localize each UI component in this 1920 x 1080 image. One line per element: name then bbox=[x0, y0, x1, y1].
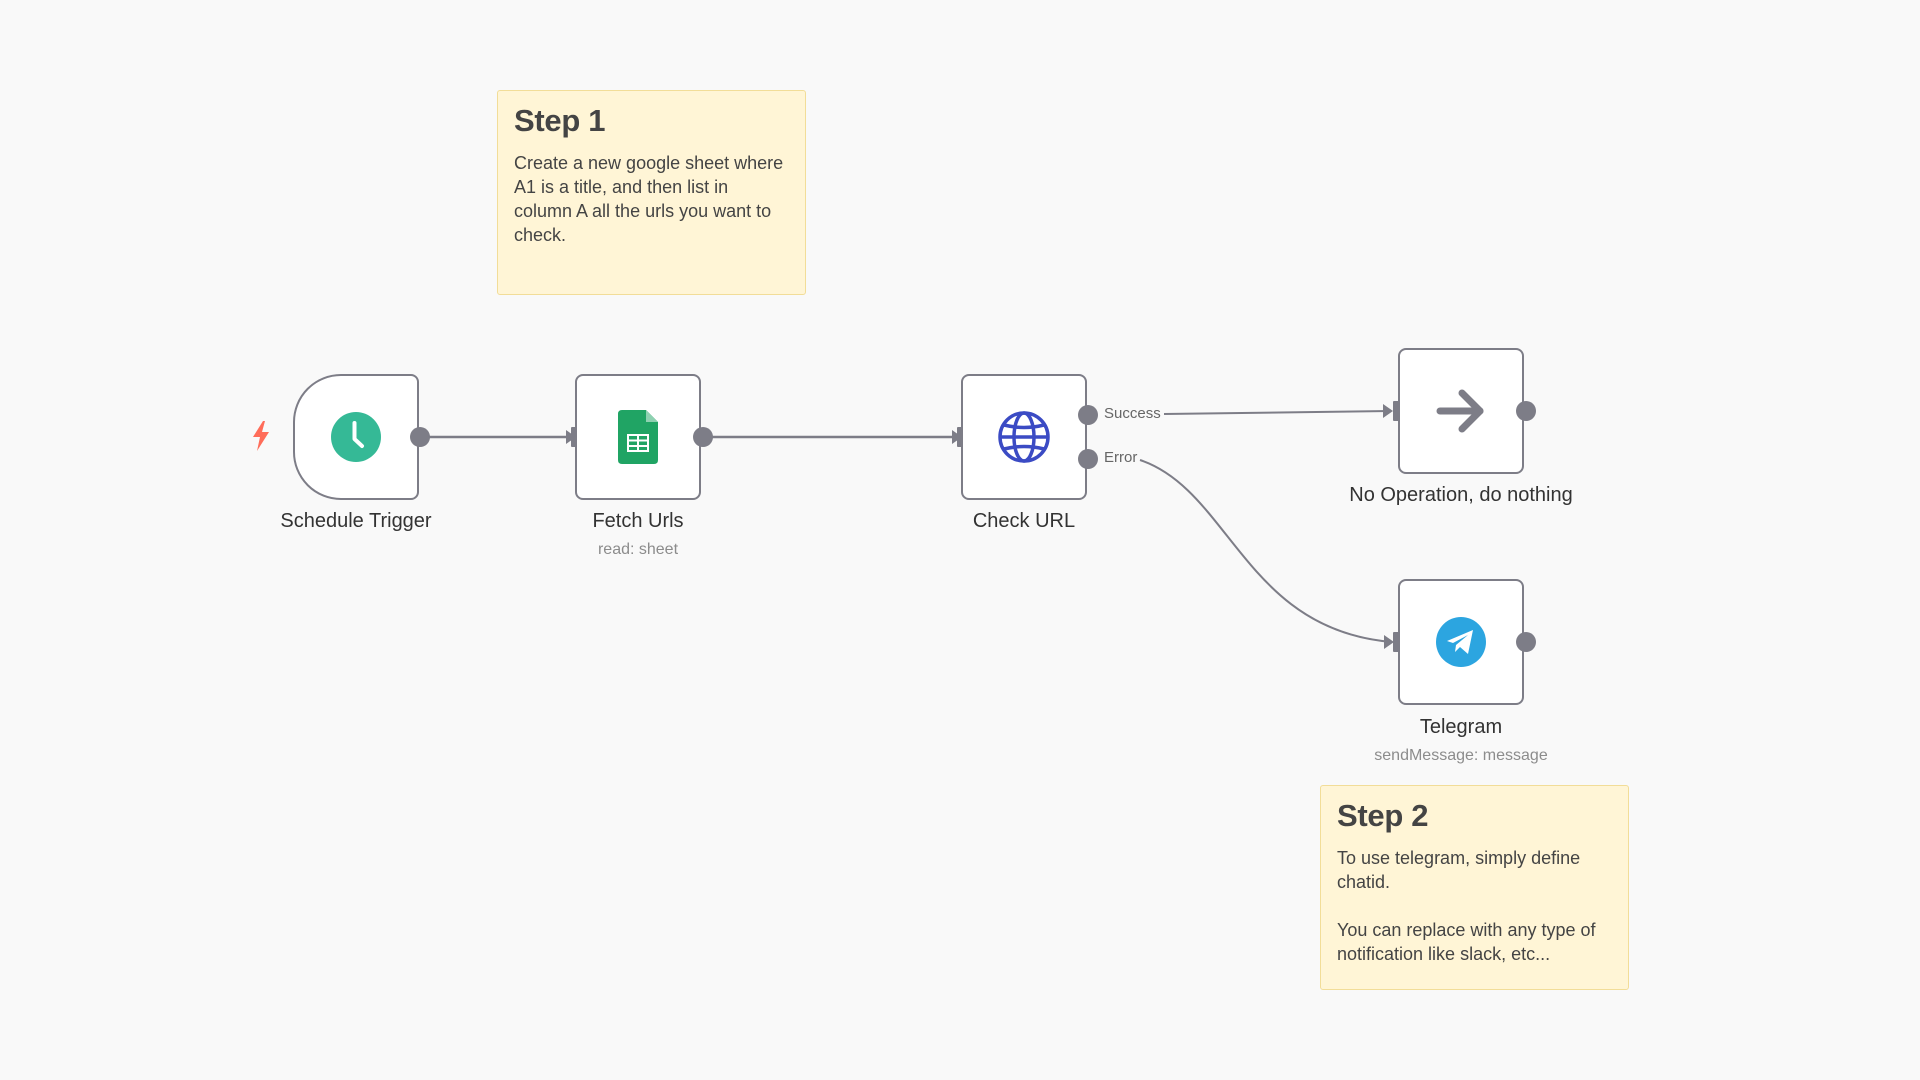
node-label: Schedule Trigger bbox=[280, 510, 432, 532]
node-telegram[interactable] bbox=[1398, 579, 1524, 705]
node-subtitle: read: sheet bbox=[597, 541, 679, 558]
output-handle[interactable] bbox=[693, 427, 713, 447]
sticky-body: Create a new google sheet where A1 is a … bbox=[514, 153, 784, 245]
node-check-url[interactable] bbox=[961, 374, 1087, 500]
sticky-note-step-1[interactable]: Step 1 Create a new google sheet where A… bbox=[497, 90, 806, 295]
node-label: Check URL bbox=[972, 510, 1076, 532]
globe-icon bbox=[998, 411, 1050, 463]
branch-label-error: Error bbox=[1104, 449, 1138, 466]
sticky-title: Step 2 bbox=[1337, 798, 1429, 833]
google-sheets-icon bbox=[618, 410, 658, 464]
node-no-operation[interactable] bbox=[1398, 348, 1524, 474]
sticky-body: To use telegram, simply define chatid. bbox=[1337, 848, 1581, 892]
output-handle[interactable] bbox=[410, 427, 430, 447]
sticky-note-step-2[interactable]: Step 2 To use telegram, simply define ch… bbox=[1320, 785, 1629, 990]
node-fetch-urls[interactable] bbox=[575, 374, 701, 500]
connection-arrowhead bbox=[1383, 404, 1393, 418]
arrow-right-icon bbox=[1436, 389, 1484, 433]
sticky-body: You can replace with any type of notific… bbox=[1337, 920, 1596, 964]
node-label: No Operation, do nothing bbox=[1349, 484, 1573, 506]
output-handle[interactable] bbox=[1516, 401, 1536, 421]
trigger-bolt-icon[interactable] bbox=[251, 421, 271, 451]
node-label: Fetch Urls bbox=[592, 510, 684, 532]
output-handle-success[interactable] bbox=[1078, 405, 1098, 425]
node-subtitle: sendMessage: message bbox=[1374, 747, 1548, 764]
clock-icon bbox=[331, 412, 381, 462]
connection-success-to-noop[interactable] bbox=[1163, 410, 1391, 415]
input-handle[interactable] bbox=[1393, 401, 1401, 421]
branch-label-success: Success bbox=[1104, 405, 1161, 422]
telegram-icon bbox=[1436, 617, 1486, 667]
output-handle-error[interactable] bbox=[1078, 449, 1098, 469]
output-handle[interactable] bbox=[1516, 632, 1536, 652]
node-label: Telegram bbox=[1419, 716, 1503, 738]
node-schedule-trigger[interactable] bbox=[293, 374, 419, 500]
input-handle[interactable] bbox=[1393, 632, 1401, 652]
sticky-title: Step 1 bbox=[514, 103, 606, 138]
